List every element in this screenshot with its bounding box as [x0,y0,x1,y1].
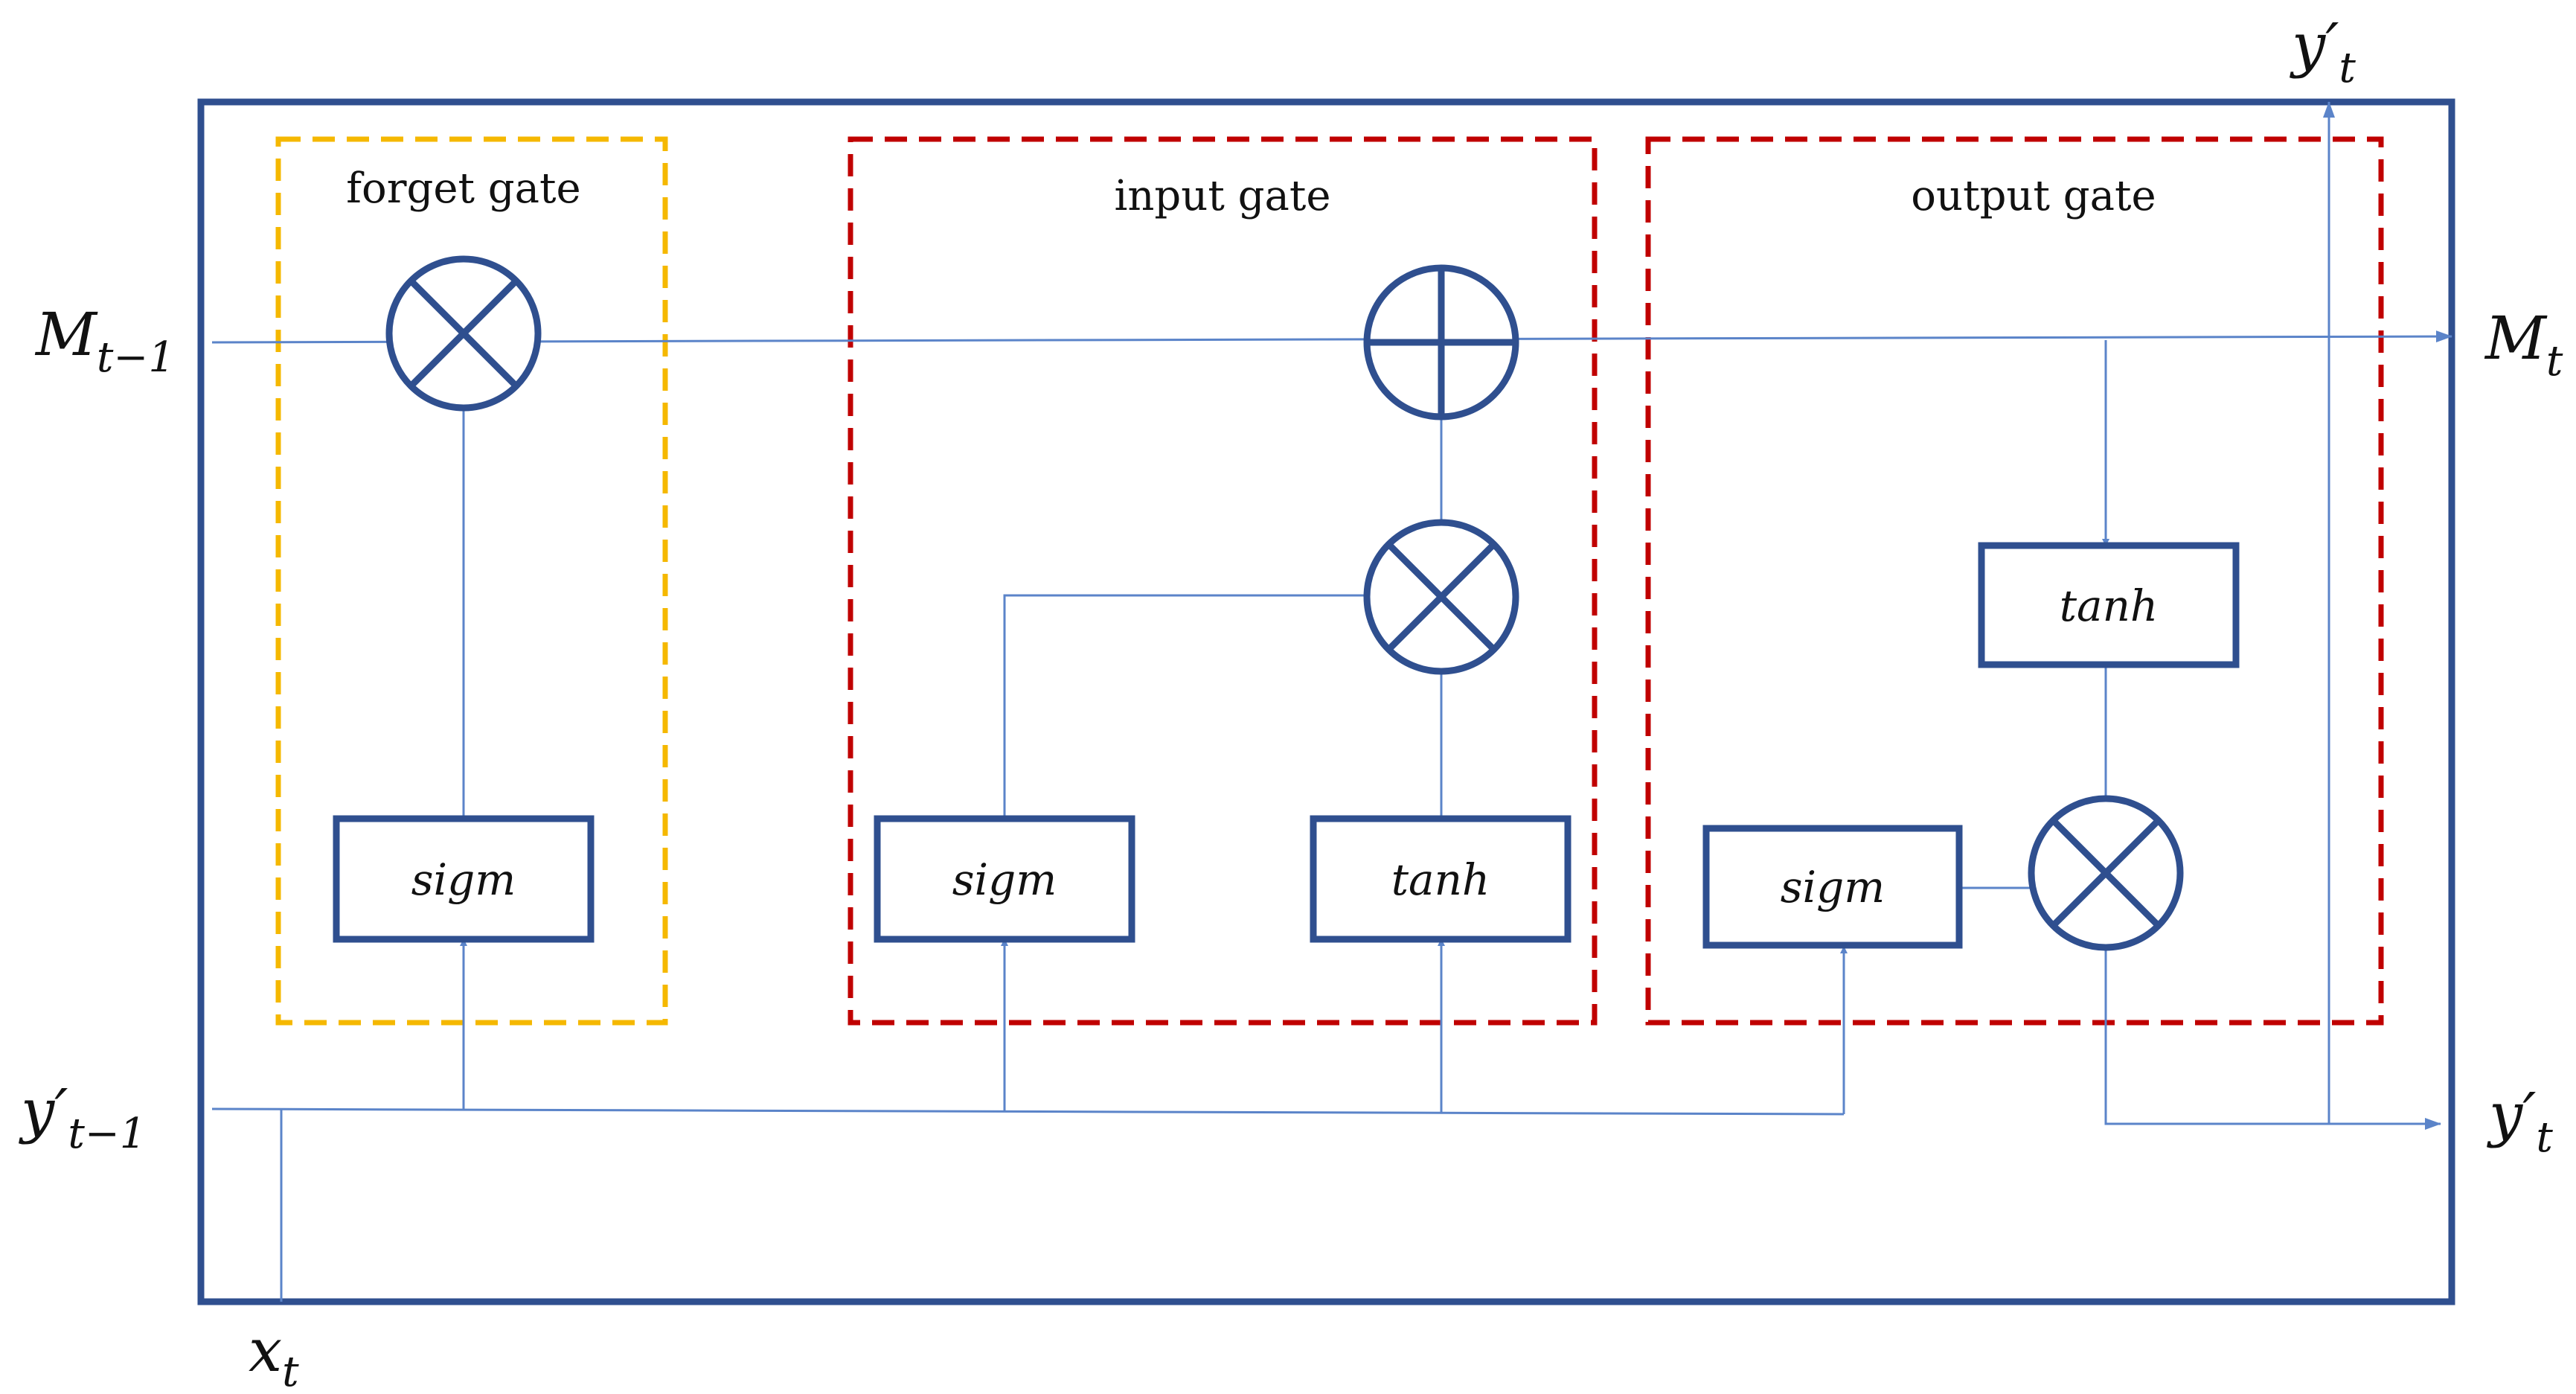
label-m-prev: Mt−1 [34,300,175,382]
label-y-top: y′t [2290,10,2356,92]
input-tanh-box: tanh [1310,815,1571,943]
label-y-next: y′t [2487,1080,2553,1162]
wire-input-sigm-to-mult [1003,594,1368,819]
forget-sigm-label: sigm [411,854,516,905]
forget-multiply-node [385,255,542,412]
output-sigm-box: sigm [1702,825,1963,949]
forget-gate-region [275,136,668,1026]
label-y-prev: y′t−1 [19,1076,146,1158]
wire-output-mult-to-y [2104,947,2441,1130]
memory-line [211,330,2452,344]
input-gate-region [848,136,1598,1026]
input-sigm-label: sigm [952,854,1057,905]
forget-gate-title: forget gate [346,164,580,213]
output-tanh-label: tanh [2060,581,2159,631]
input-multiply-node [1363,519,1519,675]
input-add-node [1363,264,1519,421]
cell-frame [197,98,2455,1305]
input-sigm-box: sigm [874,815,1135,943]
label-x: xt [249,1316,299,1394]
output-gate-region [1645,136,2384,1026]
output-gate-title: output gate [1911,172,2156,220]
output-tanh-box: tanh [1978,542,2240,668]
input-tanh-label: tanh [1391,854,1490,905]
input-bus [211,1107,1845,1116]
label-m-next: Mt [2484,304,2563,386]
output-sigm-label: sigm [1781,862,1885,912]
input-gate-title: input gate [1114,172,1330,220]
forget-sigm-box: sigm [333,815,595,943]
output-multiply-node [2028,795,2184,951]
